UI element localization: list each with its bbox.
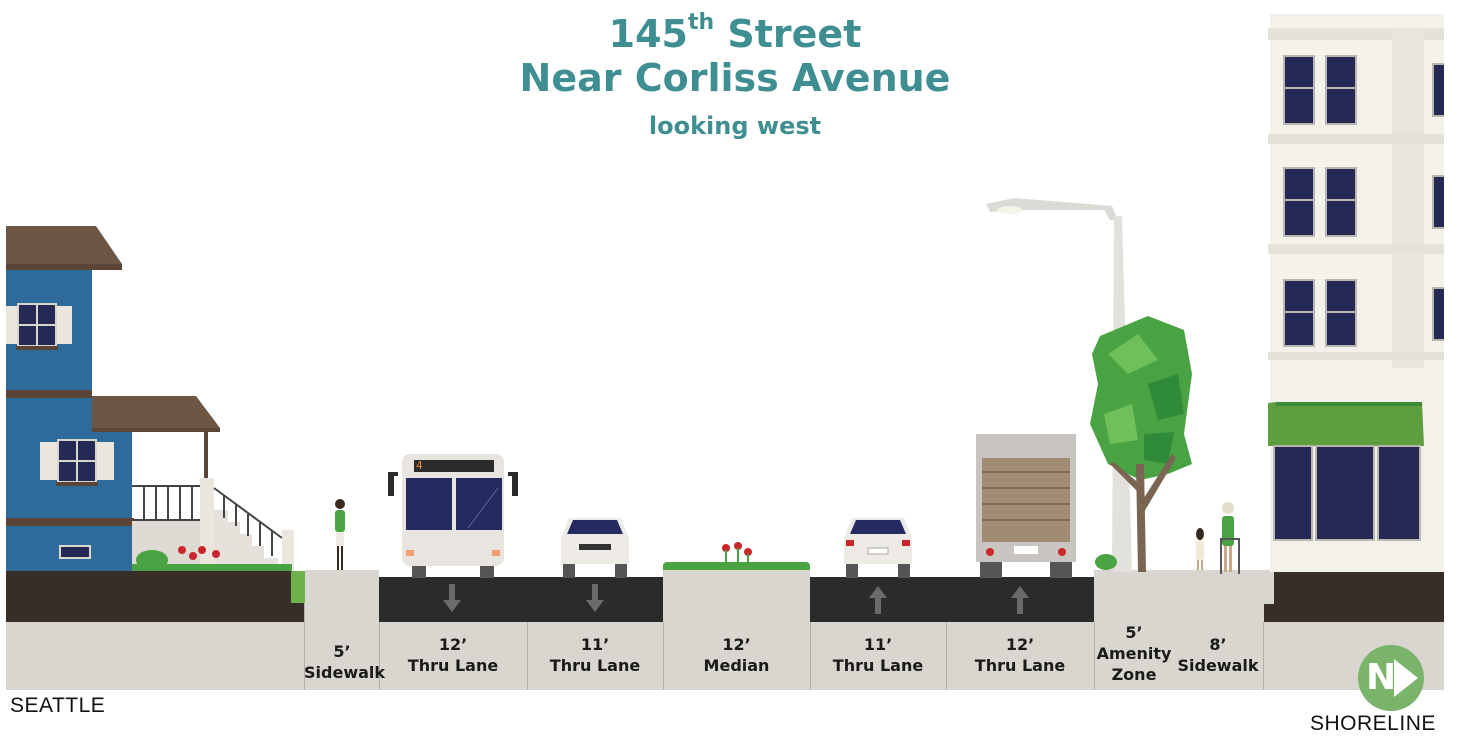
segment-label-thru-lane-2: 11’Thru Lane: [549, 635, 641, 675]
bus-route-number: 4: [416, 459, 423, 472]
car-northbound: [844, 518, 912, 578]
median-planting: [663, 562, 810, 570]
segment-label-thru-lane-1: 12’Thru Lane: [407, 635, 499, 675]
shrub: [1095, 554, 1117, 570]
truck: [976, 434, 1076, 578]
title-street: 145th Street: [608, 10, 862, 56]
divider: [946, 622, 947, 690]
apartment-building: [1260, 14, 1446, 572]
ground-right: [1264, 570, 1444, 622]
divider: [527, 622, 528, 690]
divider: [1263, 622, 1264, 690]
divider: [379, 622, 380, 690]
planter-strip: [291, 571, 305, 603]
city-label-shoreline: SHORELINE: [1310, 712, 1436, 735]
arrow-up-icon: [869, 586, 887, 614]
flower-icon: [722, 542, 752, 566]
arrow-up-icon: [1011, 586, 1029, 614]
title-subtitle: Near Corliss Avenue: [519, 56, 951, 100]
amenity-sidewalk-right: [1094, 570, 1264, 690]
segment-label-thru-lane-4: 12’Thru Lane: [974, 635, 1066, 675]
city-label-seattle: SEATTLE: [10, 694, 106, 717]
segment-label-median: 12’Median: [703, 635, 770, 675]
tree: [1090, 316, 1192, 572]
title-direction: looking west: [648, 112, 822, 140]
ground-left: [6, 571, 304, 622]
divider: [304, 602, 305, 690]
car-southbound: [561, 518, 629, 578]
divider: [810, 622, 811, 690]
segment-label-sidewalk-right: 8’Sidewalk: [1177, 635, 1259, 675]
pedestrian-icon: [335, 499, 345, 570]
curb-step: [1262, 570, 1274, 604]
segment-label-sidewalk-left: 5’Sidewalk: [304, 642, 386, 682]
divider: [1094, 622, 1095, 690]
arrow-down-icon: [586, 584, 604, 612]
divider: [663, 622, 664, 690]
roadway-northbound: [810, 577, 1094, 622]
elderly-pedestrian-icon: [1220, 502, 1240, 574]
north-arrow-icon: N: [1358, 645, 1424, 711]
house: [0, 220, 300, 572]
segment-label-thru-lane-3: 11’Thru Lane: [832, 635, 924, 675]
bus: 4: [388, 452, 518, 578]
north-letter: N: [1366, 657, 1397, 698]
arrow-down-icon: [443, 584, 461, 612]
child-pedestrian-icon: [1196, 528, 1204, 570]
roadway-southbound: [379, 577, 663, 622]
